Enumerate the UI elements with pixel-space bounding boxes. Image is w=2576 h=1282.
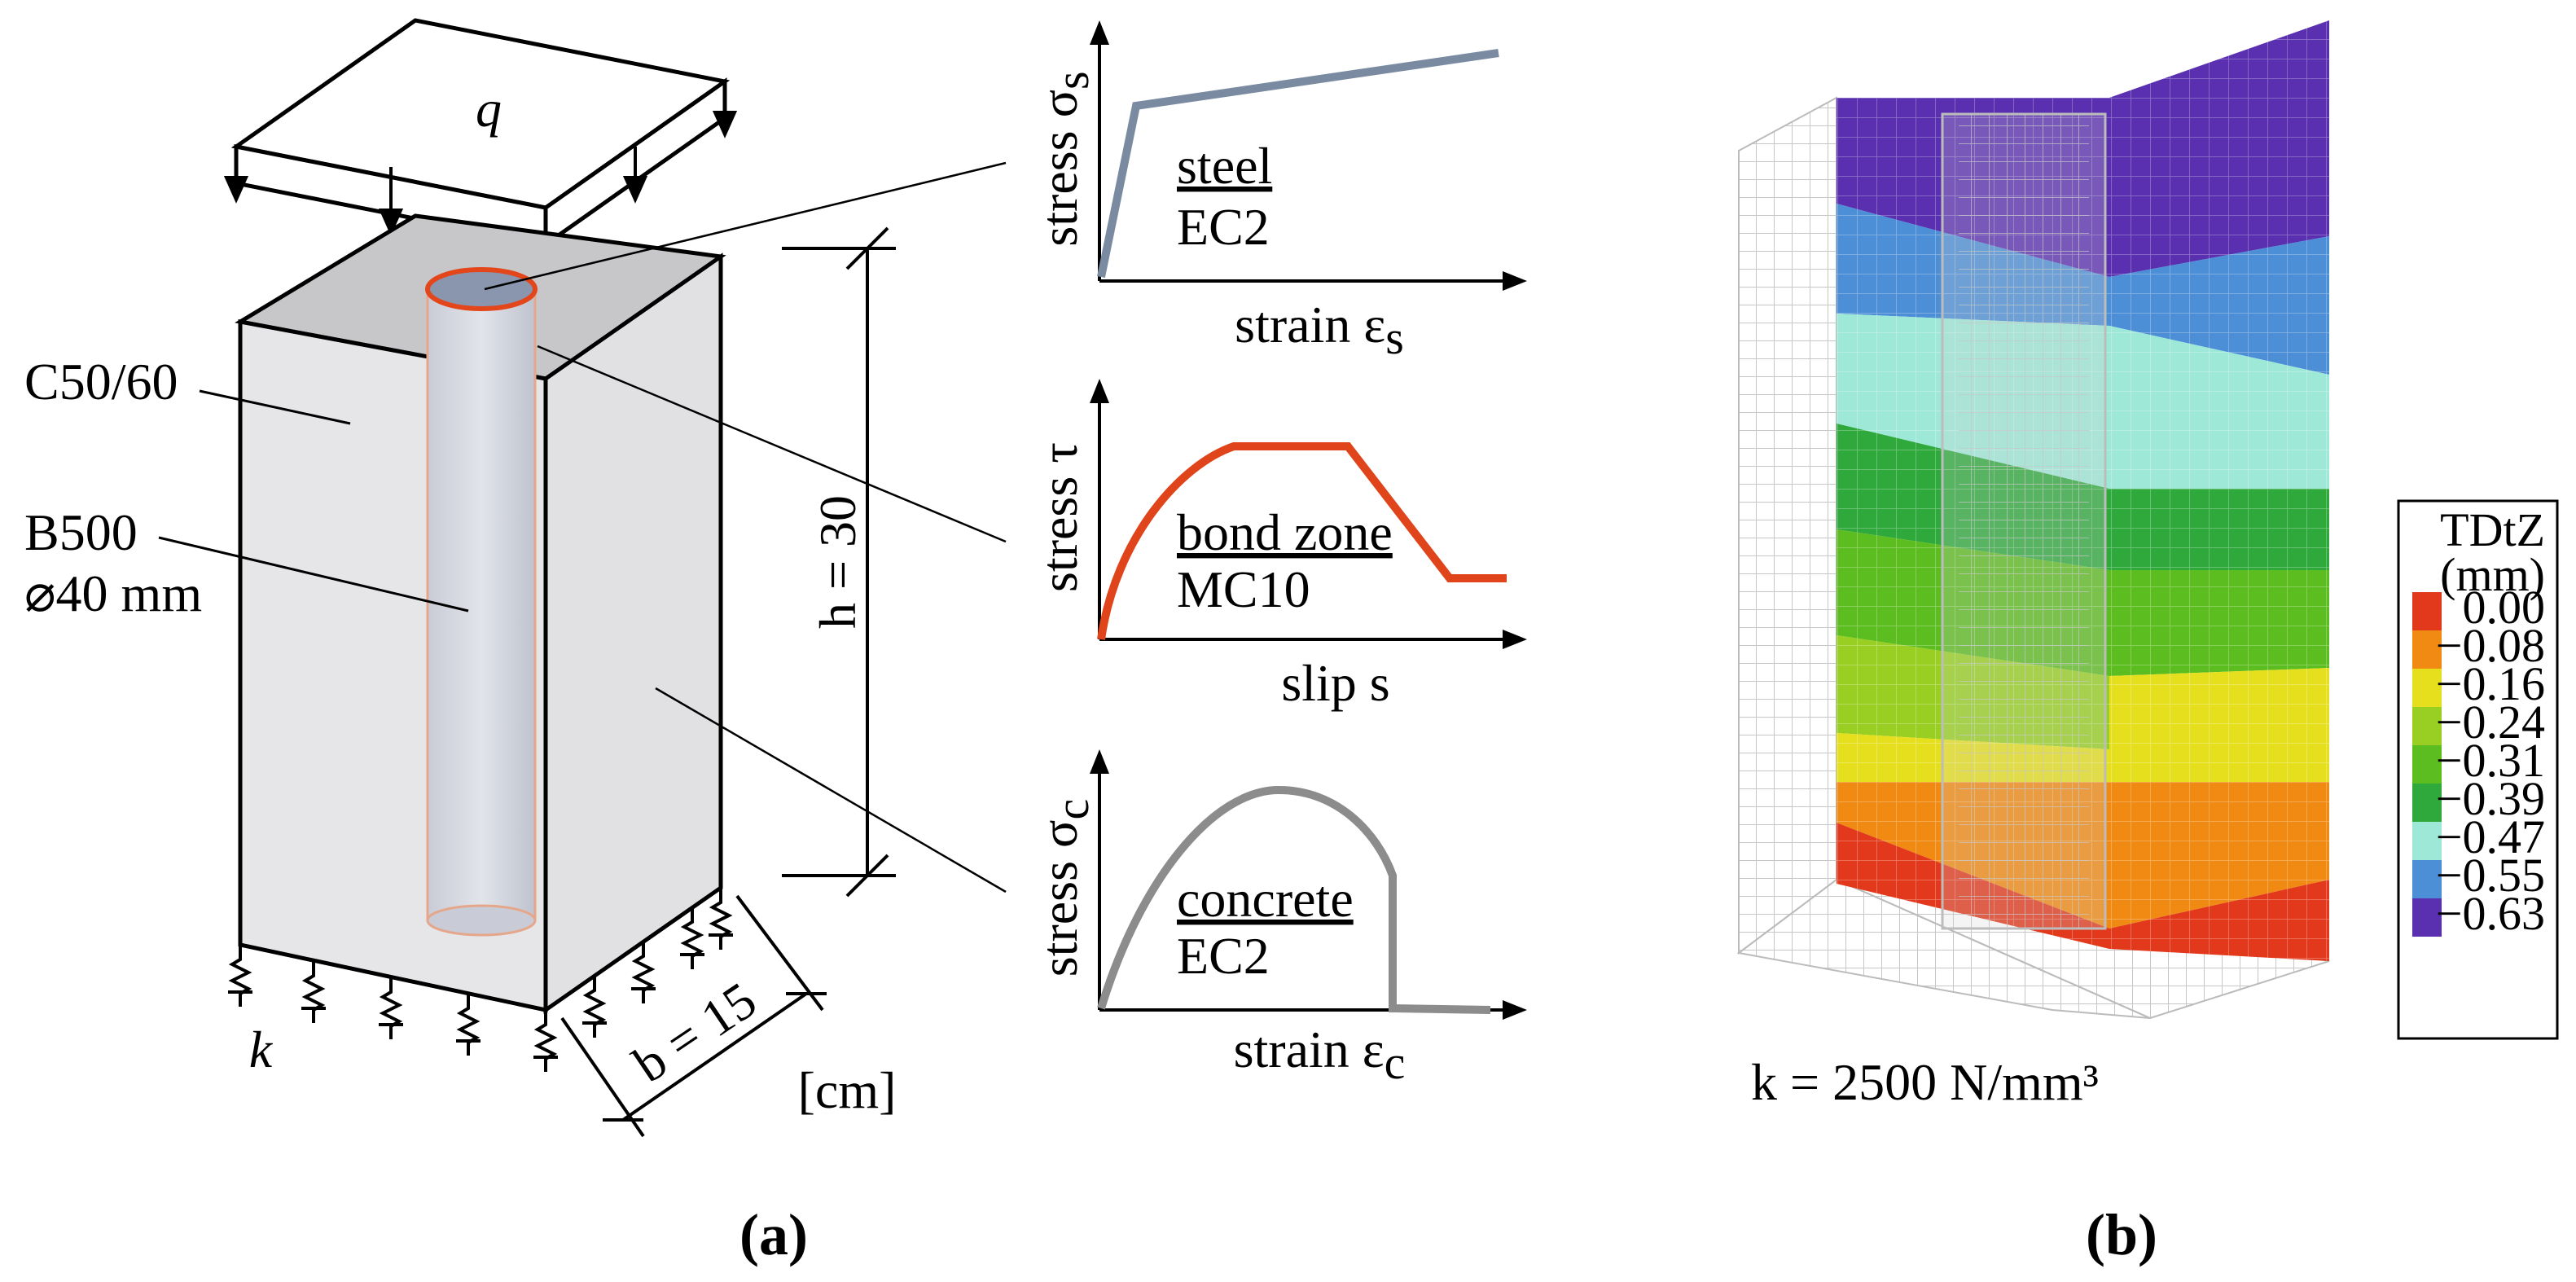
outer-mesh [1736,96,2330,1020]
bond-subtitle: MC10 [1177,560,1310,618]
concrete-leader [199,389,351,425]
concrete-label: C50/60 [24,353,178,411]
legend-label: −0.55 [2436,849,2545,902]
bond-title: bond zone [1177,503,1393,561]
legend-swatch [2412,784,2442,822]
concrete-subtitle: EC2 [1177,927,1270,985]
legend-label: −0.63 [2436,887,2545,940]
legend-label: −0.16 [2436,657,2545,710]
legend-swatch [2412,592,2442,630]
height-label: h = 30 [809,495,867,629]
bond-xlabel: slip s [1281,654,1389,712]
height-dimension [782,226,896,898]
legend-swatch [2412,707,2442,745]
legend-swatch [2412,860,2442,898]
steel-curve [1097,49,1499,279]
legend-title-1: TDtZ [2440,503,2545,556]
legend-swatch [2412,898,2442,937]
load-label: q [476,80,502,138]
panel-a: q k C50/60 B500 [24,18,1527,1267]
rebar-label-1: B500 [24,503,138,561]
support-springs [228,888,733,1072]
steel-ylabel: stress σs [1030,71,1099,246]
legend-label: −0.47 [2436,810,2545,863]
steel-title: steel [1177,137,1272,195]
concrete-ylabel: stress σc [1030,799,1099,977]
concrete-title: concrete [1177,870,1354,928]
graph-steel: stress σs strain εs steel EC2 [1030,20,1527,364]
graph-concrete: stress σc strain εc concrete EC2 [1030,749,1527,1089]
unit-label: [cm] [798,1061,897,1119]
legend-label: 0.00 [2463,581,2546,634]
legend-swatch [2412,745,2442,784]
load-plate: q [223,18,738,266]
legend-swatch [2412,822,2442,860]
width-dimension [560,894,827,1138]
concrete-curve [1097,785,1491,1014]
bond-curve [1097,442,1507,640]
caption-a: (a) [739,1202,808,1267]
bond-ylabel: stress τ [1030,442,1088,592]
concrete-xlabel: strain εc [1234,1021,1406,1089]
legend-title-2: (mm) [2440,548,2545,601]
graph-bond: stress τ slip s bond zone MC10 [1030,379,1527,712]
steel-xlabel: strain εs [1235,296,1404,364]
spring-label: k [249,1021,274,1078]
legend: TDtZ (mm) 0.00−0.08−0.16−0.24−0.31−0.39−… [2397,499,2559,1040]
legend-swatch [2412,669,2442,707]
legend-label: −0.31 [2436,734,2545,787]
panel-b: TDtZ (mm) 0.00−0.08−0.16−0.24−0.31−0.39−… [1736,20,2559,1267]
legend-swatch [2412,630,2442,669]
legend-label: −0.08 [2436,619,2545,672]
legend-label: −0.39 [2436,772,2545,825]
graph-leaders [484,161,1007,893]
rebar [425,267,538,937]
steel-subtitle: EC2 [1177,198,1270,256]
legend-label: −0.24 [2436,696,2545,749]
spring-value: k = 2500 N/mm³ [1751,1053,2099,1111]
caption-b: (b) [2086,1202,2157,1267]
legend-items: 0.00−0.08−0.16−0.24−0.31−0.39−0.47−0.55−… [2412,581,2545,940]
rebar-leader [158,536,469,612]
rebar-label-2: ⌀40 mm [24,564,202,622]
rebar-mesh [1941,112,2107,930]
